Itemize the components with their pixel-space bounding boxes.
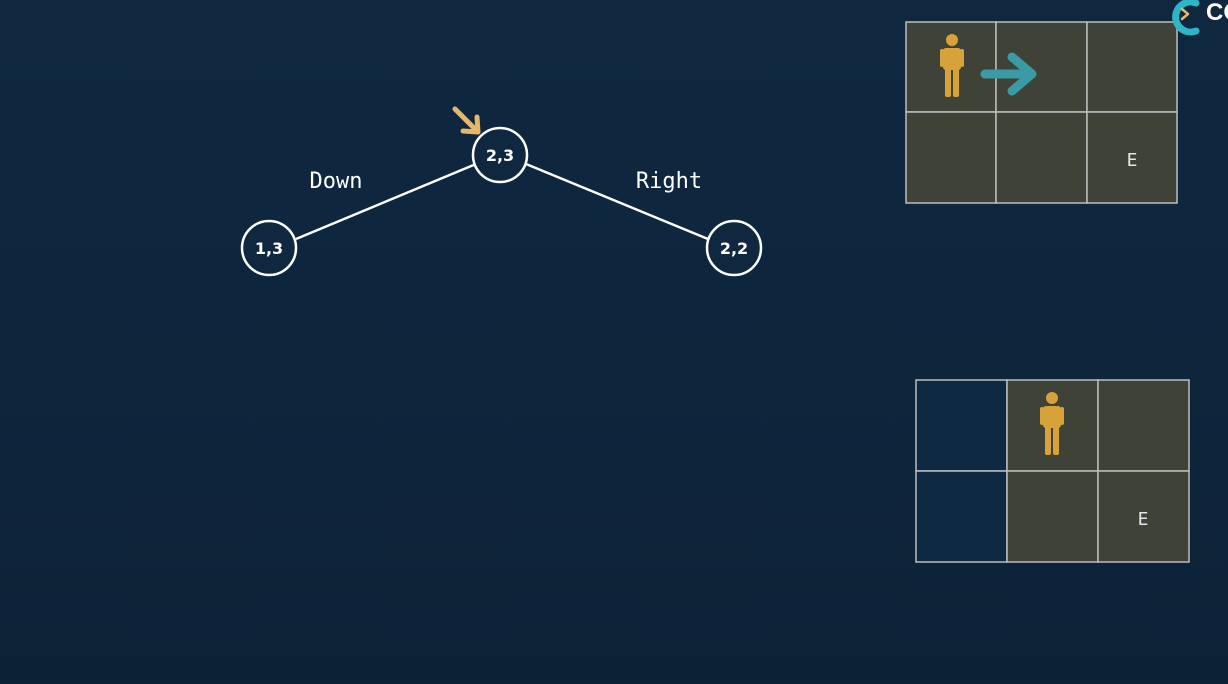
edge-label-down: Down [310, 169, 363, 194]
node-label-root: 2,3 [486, 146, 514, 165]
person-icon [1040, 392, 1064, 455]
tree-node-left: 1,3 [240, 219, 298, 277]
grid-cell [1086, 21, 1178, 113]
end-marker: E [1127, 150, 1138, 171]
end-marker: E [1138, 509, 1149, 530]
node-label-right: 2,2 [720, 239, 748, 258]
grid-cell [1086, 111, 1178, 204]
grid-cell [1006, 470, 1099, 563]
tree-node-root: 2,3 [471, 126, 529, 184]
grid-cell [995, 111, 1088, 204]
person-icon [940, 34, 964, 97]
logo-text: CO [1206, 0, 1228, 26]
logo: CO [1172, 0, 1228, 36]
grid-cell [995, 21, 1088, 113]
edge-root-left [295, 162, 477, 241]
edge-label-right: Right [636, 169, 702, 194]
grid-cell-empty [915, 470, 1008, 563]
tree-node-right: 2,2 [705, 219, 763, 277]
grid-cell [1097, 379, 1190, 472]
arrow-right-icon [980, 52, 1037, 96]
chevron-logo-icon [1172, 0, 1200, 36]
grid-cell [905, 111, 997, 204]
edge-root-right [525, 162, 709, 241]
node-label-left: 1,3 [255, 239, 283, 258]
grid-top: E [905, 21, 1178, 204]
tree-edges [295, 162, 709, 241]
arrow-down-right-icon [452, 106, 481, 135]
grid-cell-empty [915, 379, 1008, 472]
grid-bottom: E [915, 379, 1190, 563]
grid-cell [1097, 470, 1190, 563]
